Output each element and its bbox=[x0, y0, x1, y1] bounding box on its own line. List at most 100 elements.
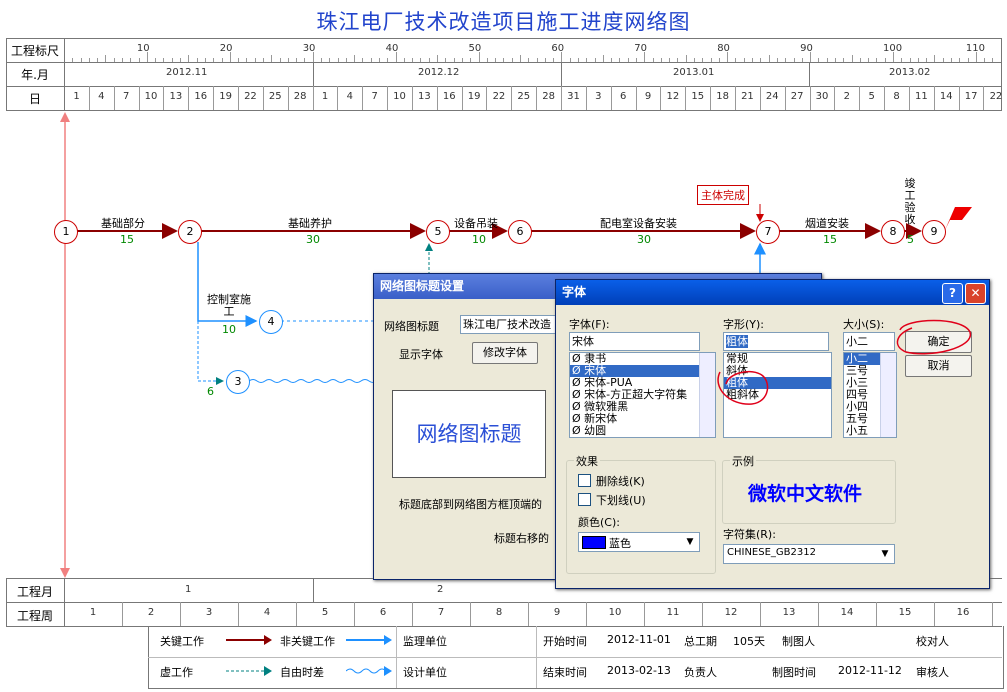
font-list-item[interactable]: Ø 宋体-PUA bbox=[572, 376, 633, 389]
activity-duration-1: 15 bbox=[120, 233, 134, 246]
day-label: 22 bbox=[492, 91, 506, 102]
size-list-item[interactable]: 小五 bbox=[846, 424, 868, 437]
cancel-button[interactable]: 取消 bbox=[905, 355, 972, 377]
scale-minor-tick bbox=[254, 58, 256, 62]
scale-minor-tick bbox=[984, 58, 986, 62]
legend-virtual-label: 虚工作 bbox=[160, 666, 193, 679]
day-label: 24 bbox=[765, 91, 779, 102]
header-right-border bbox=[1001, 38, 1002, 110]
scale-minor-tick bbox=[362, 58, 364, 62]
day-label: 1 bbox=[73, 91, 80, 102]
scale-minor-tick bbox=[97, 58, 99, 62]
font-list-item[interactable]: Ø 宋体-方正超大字符集 bbox=[572, 388, 688, 401]
week-divider bbox=[180, 602, 181, 626]
size-list-item[interactable]: 小四 bbox=[846, 400, 868, 413]
activity-duration-3: 10 bbox=[472, 233, 486, 246]
scale-minor-tick bbox=[511, 58, 513, 62]
font-style-label: 字形(Y): bbox=[723, 318, 765, 331]
font-name-label: 字体(F): bbox=[569, 318, 610, 331]
week-divider bbox=[296, 602, 297, 626]
font-list-item[interactable]: Ø 幼圆 bbox=[572, 424, 607, 437]
size-list-item[interactable]: 五号 bbox=[846, 412, 868, 425]
font-list-item[interactable]: Ø 宋体 bbox=[570, 365, 715, 377]
scale-minor-tick bbox=[884, 58, 886, 62]
size-list-item[interactable]: 三号 bbox=[846, 364, 868, 377]
scale-minor-tick bbox=[677, 58, 679, 62]
month-label: 2013.02 bbox=[889, 67, 931, 78]
font-list-item[interactable]: Ø 微软雅黑 bbox=[572, 400, 629, 413]
style-list-item[interactable]: 粗斜体 bbox=[726, 388, 759, 401]
scale-minor-tick bbox=[926, 58, 928, 62]
day-divider bbox=[188, 86, 190, 110]
scale-minor-tick bbox=[80, 58, 82, 62]
day-divider bbox=[859, 86, 861, 110]
scale-minor-tick bbox=[793, 58, 795, 62]
scale-minor-tick bbox=[776, 58, 778, 62]
day-divider bbox=[660, 86, 662, 110]
bold-style-annotation bbox=[717, 370, 769, 405]
underline-checkbox[interactable] bbox=[578, 493, 591, 506]
font-style-list[interactable]: 常规斜体粗体粗斜体 bbox=[723, 352, 832, 438]
scale-minor-tick bbox=[519, 55, 521, 62]
modify-font-button[interactable]: 修改字体 bbox=[472, 342, 538, 364]
scale-minor-tick bbox=[528, 58, 530, 62]
month-divider bbox=[561, 62, 562, 86]
font-list-item[interactable]: Ø 新宋体 bbox=[572, 412, 618, 425]
font-list-scrollbar[interactable] bbox=[699, 353, 715, 437]
strikeout-checkbox[interactable] bbox=[578, 474, 591, 487]
scale-minor-tick bbox=[412, 58, 414, 62]
week-label: 13 bbox=[782, 607, 796, 618]
day-divider bbox=[461, 86, 463, 110]
scale-minor-tick bbox=[594, 58, 596, 62]
month-divider bbox=[809, 62, 810, 86]
scale-minor-tick bbox=[627, 58, 629, 62]
day-label: 10 bbox=[144, 91, 158, 102]
time-axis-arrow-top bbox=[60, 112, 70, 122]
chevron-down-icon[interactable]: ▼ bbox=[881, 549, 889, 559]
font-name-input[interactable]: 宋体 bbox=[569, 332, 700, 351]
free-float-wave bbox=[248, 379, 378, 383]
font-size-list[interactable]: 小二三号小三四号小四五号小五 bbox=[843, 352, 897, 438]
node-8: 8 bbox=[881, 220, 905, 244]
day-label: 17 bbox=[964, 91, 978, 102]
size-list-item[interactable]: 四号 bbox=[846, 388, 868, 401]
title-field-input[interactable]: 珠江电厂技术改造 bbox=[460, 315, 564, 334]
scale-minor-tick bbox=[312, 55, 314, 62]
activity-label-3: 设备吊装 bbox=[454, 217, 498, 230]
size-list-scrollbar[interactable] bbox=[880, 353, 896, 437]
draw-time-label: 制图时间 bbox=[772, 666, 816, 679]
close-icon[interactable]: ✕ bbox=[965, 283, 986, 304]
day-label: 2 bbox=[843, 91, 851, 102]
week-label: 3 bbox=[205, 607, 213, 618]
scale-minor-tick bbox=[262, 58, 264, 62]
scale-minor-tick bbox=[942, 58, 944, 62]
style-list-item[interactable]: 粗体 bbox=[724, 377, 831, 389]
style-list-item[interactable]: 常规 bbox=[726, 352, 748, 365]
day-label: 22 bbox=[989, 91, 1003, 102]
sample-group bbox=[722, 460, 896, 524]
color-select[interactable]: 蓝色 ▼ bbox=[578, 532, 700, 552]
day-label: 21 bbox=[741, 91, 754, 102]
size-list-item[interactable]: 小三 bbox=[846, 376, 868, 389]
week-label: 5 bbox=[321, 607, 329, 618]
font-list-item[interactable]: Ø 隶书 bbox=[572, 352, 607, 365]
chevron-down-icon[interactable]: ▼ bbox=[686, 537, 694, 547]
font-style-input[interactable]: 粗体 bbox=[723, 332, 829, 351]
scale-minor-tick bbox=[760, 58, 762, 62]
style-list-item[interactable]: 斜体 bbox=[726, 364, 748, 377]
scale-minor-tick bbox=[859, 58, 861, 62]
bottom-offset-label: 标题底部到网络图方框顶端的 bbox=[399, 498, 542, 511]
scale-minor-tick bbox=[420, 58, 422, 62]
month-label: 2012.11 bbox=[166, 67, 208, 78]
scale-minor-tick bbox=[229, 55, 231, 62]
day-divider bbox=[983, 86, 985, 110]
week-label: 6 bbox=[379, 607, 387, 618]
header-line-3 bbox=[6, 86, 1002, 87]
help-icon[interactable]: ? bbox=[942, 283, 963, 304]
charset-select[interactable]: CHINESE_GB2312 ▼ bbox=[723, 544, 895, 564]
scale-minor-tick bbox=[213, 58, 215, 62]
font-size-input[interactable]: 小二 bbox=[843, 332, 895, 351]
day-label: 7 bbox=[371, 91, 378, 102]
